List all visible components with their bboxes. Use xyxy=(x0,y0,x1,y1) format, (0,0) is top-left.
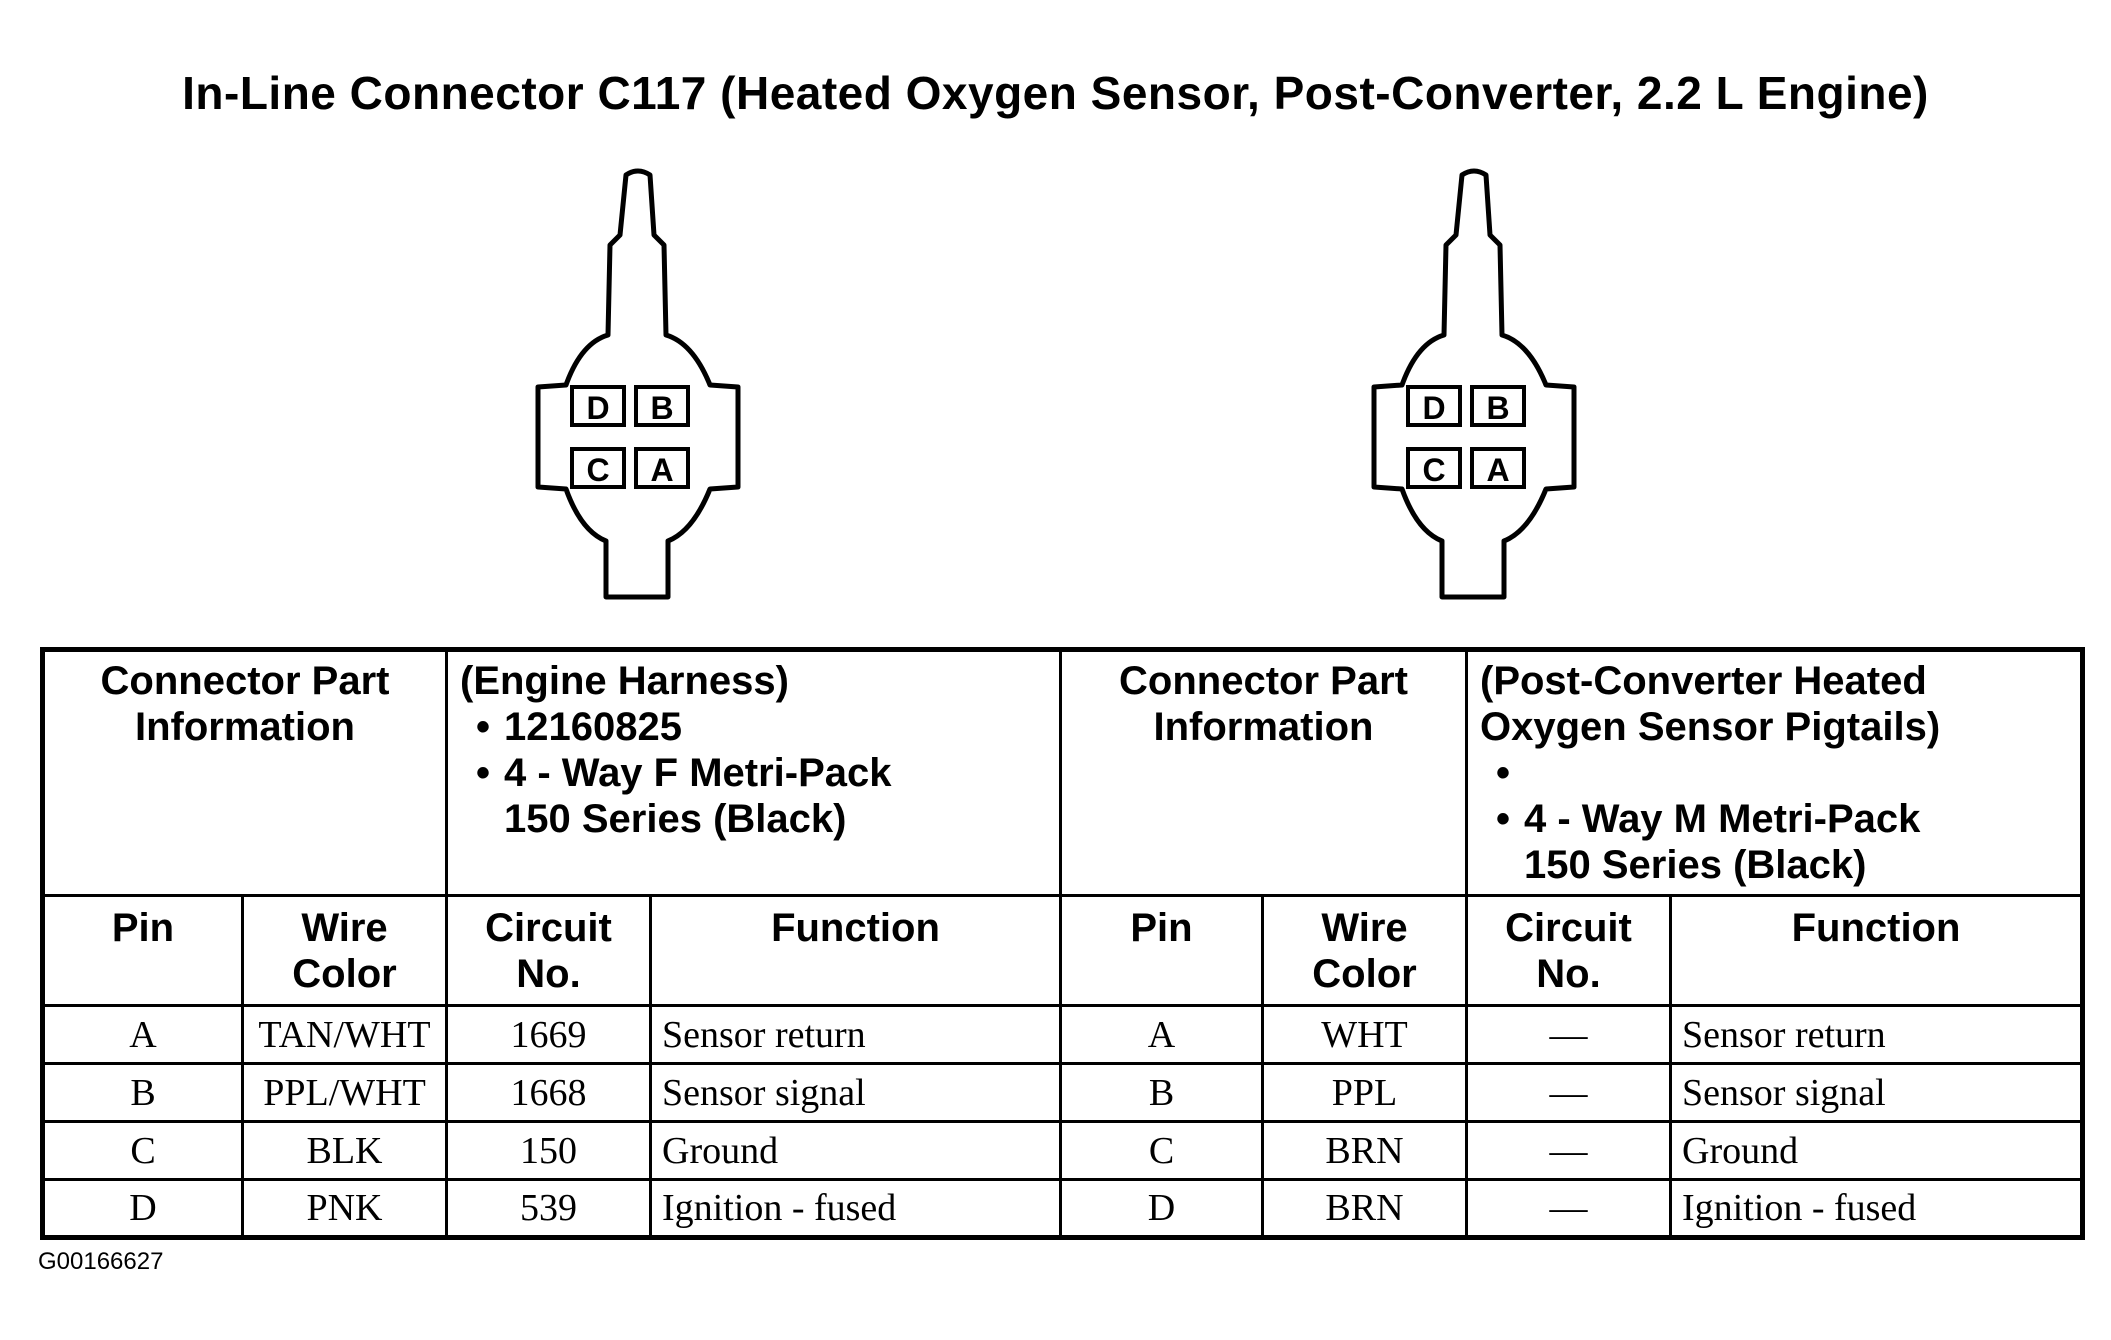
pin-label-d: D xyxy=(586,390,609,426)
column-header-function: Function xyxy=(1668,894,2085,1007)
list-item: • xyxy=(1496,751,1511,795)
cell-circuit-no: 539 xyxy=(445,1178,652,1239)
cell-pin: C xyxy=(41,1120,244,1181)
pin-label-d: D xyxy=(1422,390,1445,426)
cell-wire-color: BRN xyxy=(1261,1178,1468,1239)
cell-pin: A xyxy=(1059,1004,1264,1065)
column-header-wire-color: Wire Color xyxy=(241,894,448,1007)
connector-outline-left: D B C A xyxy=(535,168,741,600)
column-header-function: Function xyxy=(649,894,1062,1007)
table-row: D PNK 539 Ignition - fused D BRN — Ignit… xyxy=(41,1178,2085,1239)
cell-wire-color: PNK xyxy=(241,1178,448,1239)
cell-circuit-no: — xyxy=(1465,1120,1672,1181)
part-info-label-right: Connector Part Information xyxy=(1059,648,1468,897)
connector-face-sensor-pigtails: D B C A xyxy=(1324,165,1624,605)
part-info-right: (Post-Converter Heated Oxygen Sensor Pig… xyxy=(1464,648,2085,897)
cell-pin: D xyxy=(1059,1178,1264,1239)
cell-pin: B xyxy=(1059,1062,1264,1123)
cell-function: Sensor signal xyxy=(1668,1062,2085,1123)
part-info-heading-left: (Engine Harness) xyxy=(460,659,789,703)
table-row: A TAN/WHT 1669 Sensor return A WHT — Sen… xyxy=(41,1004,2085,1065)
list-item: •4 - Way M Metri-Pack 150 Series (Black) xyxy=(1496,797,1921,887)
column-header-circuit-no: Circuit No. xyxy=(1465,894,1672,1007)
column-header-row: Pin Wire Color Circuit No. Function Pin … xyxy=(41,894,2085,1007)
column-header-pin: Pin xyxy=(41,894,244,1007)
pin-label-a: A xyxy=(1486,452,1509,488)
part-info-label-left: Connector Part Information xyxy=(41,648,448,897)
cell-wire-color: PPL/WHT xyxy=(241,1062,448,1123)
pinout-table: Connector Part Information (Engine Harne… xyxy=(40,647,2086,1240)
cell-circuit-no: 1669 xyxy=(445,1004,652,1065)
cell-wire-color: BLK xyxy=(241,1120,448,1181)
part-info-left: (Engine Harness) •12160825 •4 - Way F Me… xyxy=(445,648,1062,897)
table-row: B PPL/WHT 1668 Sensor signal B PPL — Sen… xyxy=(41,1062,2085,1123)
cell-function: Ignition - fused xyxy=(1668,1178,2085,1239)
list-item: •12160825 xyxy=(476,705,682,749)
table-row: C BLK 150 Ground C BRN — Ground xyxy=(41,1120,2085,1181)
cell-pin: C xyxy=(1059,1120,1264,1181)
cell-function: Sensor return xyxy=(649,1004,1062,1065)
pin-label-b: B xyxy=(1486,390,1509,426)
pin-label-a: A xyxy=(650,452,673,488)
part-info-heading-right: (Post-Converter Heated Oxygen Sensor Pig… xyxy=(1480,659,1941,749)
figure-code: G00166627 xyxy=(38,1248,164,1275)
connector-outline-right: D B C A xyxy=(1371,168,1577,600)
diagram-title: In-Line Connector C117 (Heated Oxygen Se… xyxy=(182,67,1929,119)
cell-circuit-no: 1668 xyxy=(445,1062,652,1123)
part-info-list-right: • •4 - Way M Metri-Pack 150 Series (Blac… xyxy=(1480,750,2080,888)
cell-circuit-no: — xyxy=(1465,1062,1672,1123)
cell-circuit-no: 150 xyxy=(445,1120,652,1181)
cell-pin: A xyxy=(41,1004,244,1065)
list-item: •4 - Way F Metri-Pack 150 Series (Black) xyxy=(476,751,892,841)
connector-face-engine-harness: D B C A xyxy=(488,165,788,605)
column-header-pin: Pin xyxy=(1059,894,1264,1007)
pin-label-c: C xyxy=(586,452,609,488)
cell-pin: B xyxy=(41,1062,244,1123)
cell-function: Ground xyxy=(1668,1120,2085,1181)
pin-label-b: B xyxy=(650,390,673,426)
cell-wire-color: PPL xyxy=(1261,1062,1468,1123)
cell-circuit-no: — xyxy=(1465,1178,1672,1239)
cell-wire-color: WHT xyxy=(1261,1004,1468,1065)
cell-wire-color: TAN/WHT xyxy=(241,1004,448,1065)
cell-function: Ground xyxy=(649,1120,1062,1181)
cell-wire-color: BRN xyxy=(1261,1120,1468,1181)
cell-circuit-no: — xyxy=(1465,1004,1672,1065)
cell-pin: D xyxy=(41,1178,244,1239)
part-info-row: Connector Part Information (Engine Harne… xyxy=(41,648,2085,897)
cell-function: Ignition - fused xyxy=(649,1178,1062,1239)
pin-label-c: C xyxy=(1422,452,1445,488)
cell-function: Sensor signal xyxy=(649,1062,1062,1123)
column-header-wire-color: Wire Color xyxy=(1261,894,1468,1007)
part-info-list-left: •12160825 •4 - Way F Metri-Pack 150 Seri… xyxy=(460,704,1059,842)
cell-function: Sensor return xyxy=(1668,1004,2085,1065)
column-header-circuit-no: Circuit No. xyxy=(445,894,652,1007)
